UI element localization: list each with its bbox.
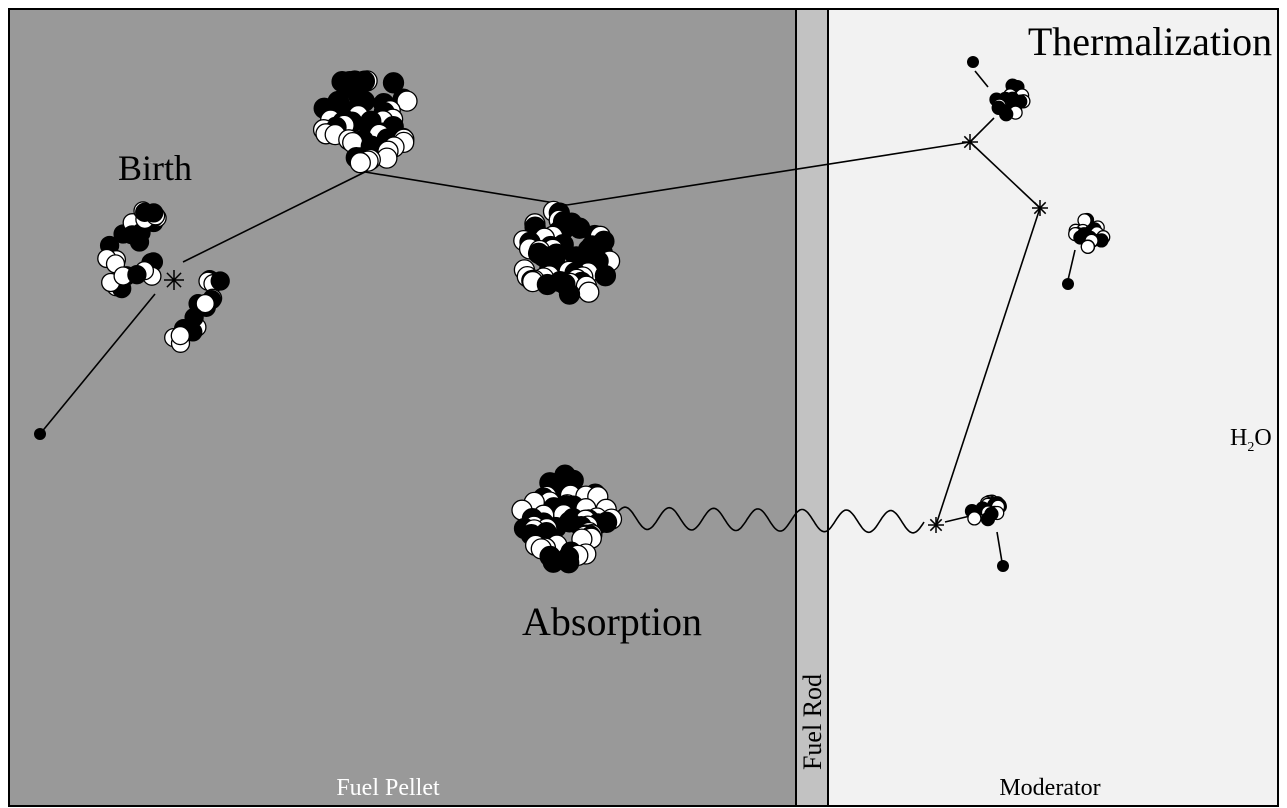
nucleon: [1080, 239, 1095, 254]
thermalization-label: Thermalization: [1028, 19, 1272, 64]
interaction-star: [164, 270, 184, 290]
moderator-region: [827, 8, 1279, 807]
neutron-dot: [1062, 278, 1074, 290]
neutron-path: [39, 70, 1076, 563]
fission-fragment: [164, 269, 230, 353]
nucleus: [1068, 212, 1111, 254]
nucleon: [578, 281, 600, 303]
neutron-dot: [997, 560, 1009, 572]
gamma-ray-wave: [613, 506, 925, 534]
fuel-pellet-label: Fuel Pellet: [336, 775, 440, 801]
nucleon: [558, 552, 580, 574]
water-formula-label: H2O: [1230, 425, 1272, 455]
nucleon: [382, 72, 405, 94]
nucleon: [210, 271, 230, 291]
fission-fragment: [97, 201, 167, 299]
nucleus: [312, 70, 418, 174]
nucleon: [396, 90, 418, 112]
nucleon: [184, 307, 204, 328]
nucleon: [536, 273, 559, 296]
nucleon: [195, 293, 215, 314]
birth-label: Birth: [118, 148, 192, 188]
interaction-star: [1032, 200, 1048, 216]
nuclei-layer: [97, 70, 1111, 574]
nucleon: [558, 283, 581, 305]
neutron-dots: [34, 56, 1074, 572]
fuel-rod-label: Fuel Rod: [798, 674, 827, 770]
neutron-dot: [34, 428, 46, 440]
nucleus: [513, 200, 621, 305]
fuel-rod-region: [795, 8, 829, 807]
absorption-label: Absorption: [522, 599, 702, 644]
interaction-star: [928, 517, 944, 533]
nucleon: [967, 511, 982, 526]
nucleus: [511, 464, 623, 574]
nucleon: [170, 325, 190, 346]
nucleon: [594, 265, 617, 287]
nucleon: [980, 511, 996, 527]
nucleon: [127, 265, 147, 285]
interaction-star: [962, 134, 978, 150]
nucleus: [964, 494, 1007, 527]
nucleon: [349, 152, 371, 174]
neutron-dot: [967, 56, 979, 68]
nucleon: [144, 203, 164, 223]
interaction-markers: [164, 134, 1048, 533]
nucleon: [999, 107, 1014, 122]
moderator-label: Moderator: [999, 775, 1100, 801]
nucleus: [989, 78, 1031, 122]
